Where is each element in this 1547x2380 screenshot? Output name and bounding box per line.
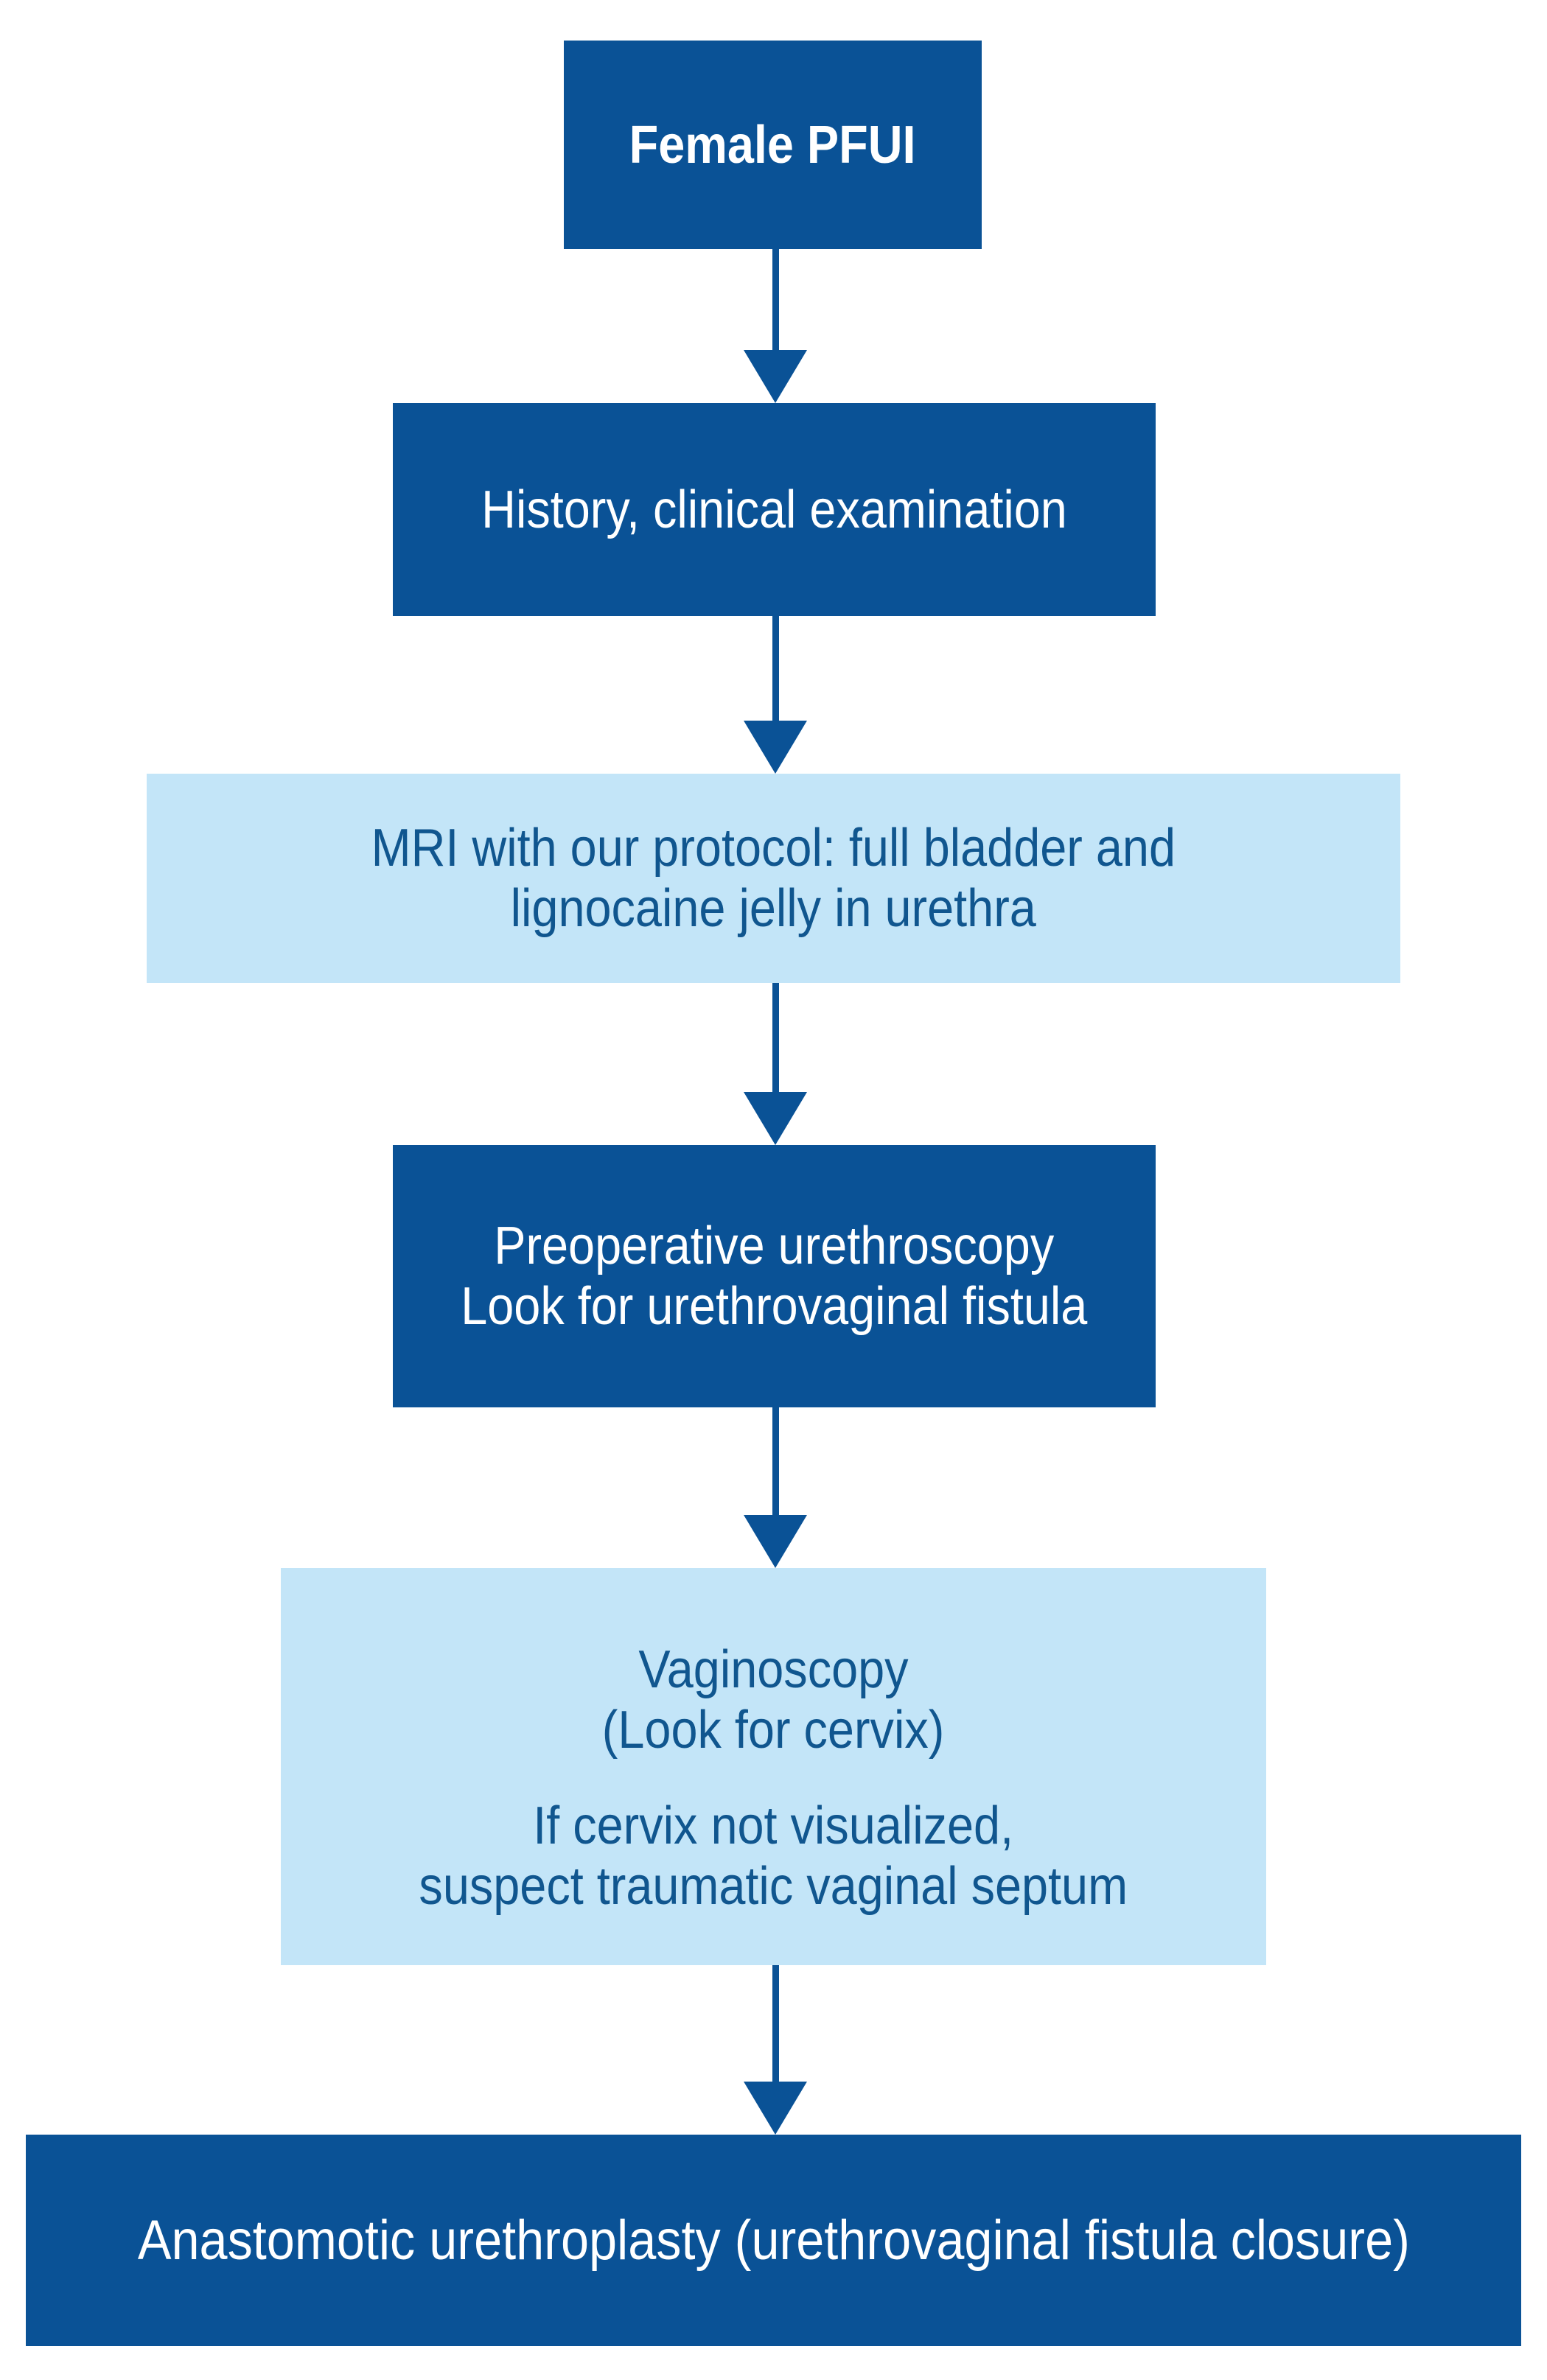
arrow-down-icon	[744, 249, 807, 403]
arrow-head	[744, 2082, 807, 2135]
node-line-text: If cervix not visualized,	[533, 1796, 1014, 1855]
node-line-1: MRI with our protocol: full bladder and	[326, 818, 1221, 878]
arrow-down-icon	[744, 1965, 807, 2135]
node-line-text: suspect traumatic vaginal septum	[419, 1856, 1128, 1916]
arrow-stem	[772, 616, 779, 721]
node-line-4: suspect traumatic vaginal septum	[380, 1856, 1167, 1917]
node-line-2: Look for urethrovaginal fistula	[426, 1276, 1122, 1337]
node-label-text: Anastomotic urethroplasty (urethrovagina…	[137, 2208, 1410, 2272]
node-label-text: History, clinical examination	[481, 480, 1067, 539]
arrow-head	[744, 721, 807, 774]
node-anastomotic-urethroplasty: Anastomotic urethroplasty (urethrovagina…	[26, 2135, 1521, 2346]
arrow-stem	[772, 1965, 779, 2082]
node-line-1: Preoperative urethroscopy	[463, 1216, 1085, 1276]
node-line-text: Vaginoscopy	[638, 1639, 909, 1699]
node-line-text: lignocaine jelly in urethra	[510, 879, 1037, 938]
node-line-2: (Look for cervix)	[583, 1700, 963, 1760]
node-line-text: MRI with our protocol: full bladder and	[371, 819, 1176, 878]
arrow-down-icon	[744, 1407, 807, 1568]
node-vaginoscopy: Vaginoscopy (Look for cervix) If cervix …	[281, 1568, 1266, 1965]
arrow-down-icon	[744, 983, 807, 1145]
node-line-text: Preoperative urethroscopy	[494, 1217, 1055, 1275]
node-preoperative-urethroscopy: Preoperative urethroscopy Look for ureth…	[393, 1145, 1156, 1407]
arrow-down-icon	[744, 616, 807, 774]
node-female-pfui: Female PFUI	[564, 41, 982, 249]
arrow-head	[744, 350, 807, 403]
node-line-2: lignocaine jelly in urethra	[481, 878, 1065, 939]
node-label-text: Female PFUI	[629, 115, 916, 175]
arrow-stem	[772, 249, 779, 350]
arrow-stem	[772, 1407, 779, 1515]
node-label: Anastomotic urethroplasty (urethrovagina…	[67, 2209, 1481, 2272]
node-line-text: Look for urethrovaginal fistula	[461, 1277, 1088, 1336]
node-mri-protocol: MRI with our protocol: full bladder and …	[147, 774, 1400, 983]
arrow-stem	[772, 983, 779, 1092]
node-history-clinical-examination: History, clinical examination	[393, 403, 1156, 616]
node-label: Female PFUI	[613, 115, 932, 175]
arrow-head	[744, 1092, 807, 1145]
arrow-head	[744, 1515, 807, 1568]
node-line-1: Vaginoscopy	[624, 1639, 923, 1700]
node-label: History, clinical examination	[449, 480, 1100, 540]
node-line-3: If cervix not visualized,	[506, 1796, 1040, 1856]
node-line-text: (Look for cervix)	[602, 1700, 945, 1760]
